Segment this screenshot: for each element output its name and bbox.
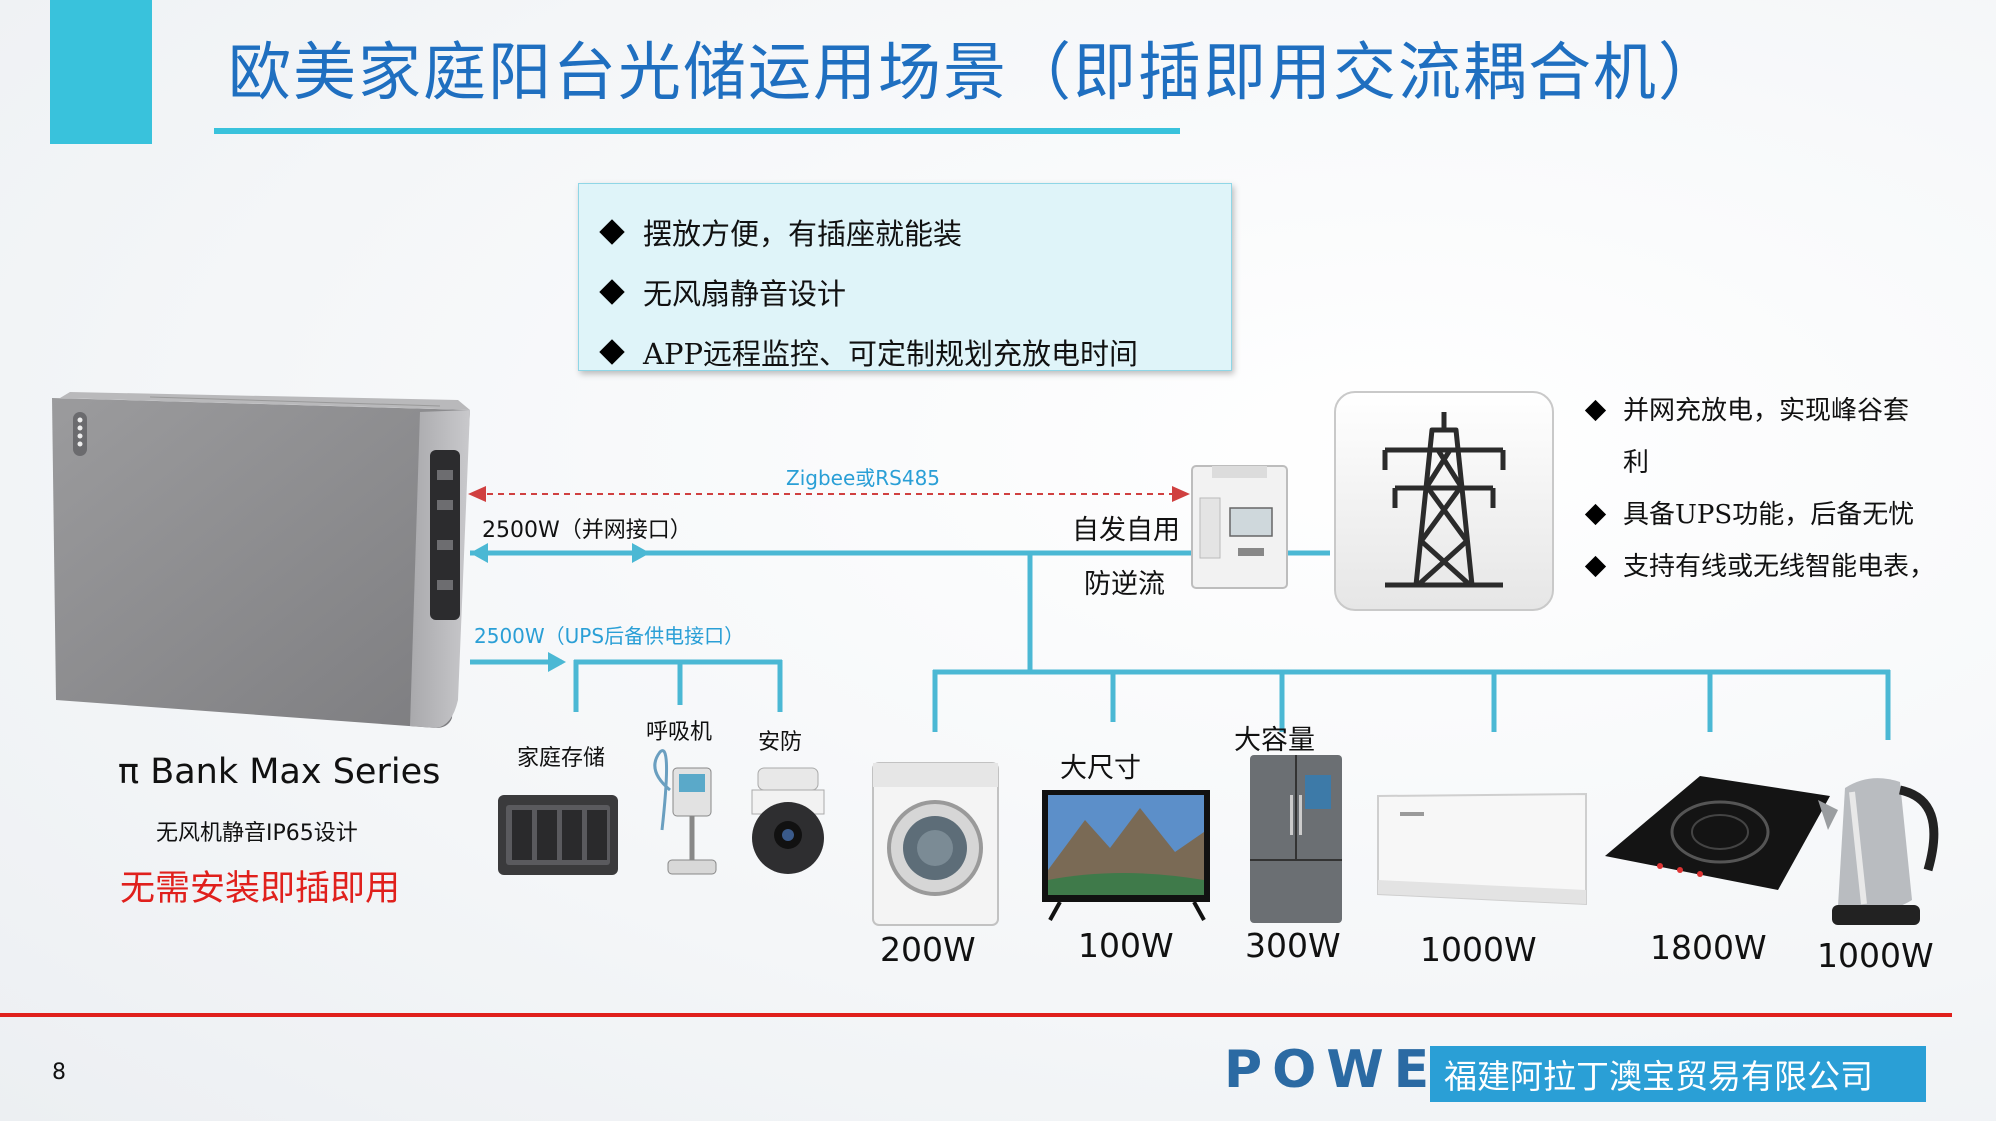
appliance-watt: 300W bbox=[1245, 926, 1341, 965]
electric-kettle-image bbox=[1818, 778, 1939, 925]
grid-port-label: 2500W（并网接口） bbox=[482, 518, 692, 543]
ups-port-label: 2500W（UPS后备供电接口） bbox=[474, 624, 745, 648]
feature-text: APP远程监控、可定制规划充放电时间 bbox=[643, 337, 1138, 371]
grid-features-list: 并网充放电，实现峰谷套 利 具备UPS功能，后备无忧 支持有线或无线智能电表， bbox=[1580, 385, 1990, 593]
product-slogan: 无需安装即插即用 bbox=[120, 869, 401, 909]
feature-item: 摆放方便，有插座就能装 bbox=[597, 202, 1231, 262]
grid-feature-item: 利 bbox=[1580, 437, 1990, 489]
appliance-watt: 200W bbox=[880, 930, 976, 969]
diamond-bullet-icon bbox=[1584, 399, 1607, 422]
feature-text: 无风扇静音设计 bbox=[643, 277, 847, 311]
backup-load-label: 呼吸机 bbox=[646, 720, 713, 745]
title-underline bbox=[214, 128, 1180, 134]
company-name-banner: 福建阿拉丁澳宝贸易有限公司 bbox=[1430, 1046, 1926, 1102]
washing-machine-image bbox=[872, 762, 999, 926]
footer-divider bbox=[0, 1013, 1952, 1017]
feature-item: APP远程监控、可定制规划充放电时间 bbox=[597, 322, 1231, 382]
grid-feature-item: 并网充放电，实现峰谷套 bbox=[1580, 385, 1990, 437]
meter-label-self-use: 自发自用 bbox=[1072, 515, 1180, 546]
appliance-watt: 1800W bbox=[1650, 928, 1767, 967]
appliance-watt: 1000W bbox=[1420, 930, 1537, 969]
comm-label: Zigbee或RS485 bbox=[786, 466, 941, 490]
grid-feature-text: 支持有线或无线智能电表， bbox=[1623, 552, 1936, 582]
backup-load-label: 家庭存储 bbox=[517, 746, 606, 771]
appliance-caption: 大尺寸 bbox=[1060, 753, 1141, 784]
backup-load-label: 安防 bbox=[758, 730, 803, 755]
diamond-bullet-icon bbox=[1584, 555, 1607, 578]
company-name: 福建阿拉丁澳宝贸易有限公司 bbox=[1444, 1057, 1873, 1096]
grid-feature-text: 并网充放电，实现峰谷套 bbox=[1623, 396, 1910, 426]
diamond-bullet-icon bbox=[1584, 503, 1607, 526]
feature-text: 摆放方便，有插座就能装 bbox=[643, 217, 963, 251]
page-number: 8 bbox=[52, 1060, 66, 1085]
refrigerator-image bbox=[1250, 755, 1342, 923]
grid-feature-item: 具备UPS功能，后备无忧 bbox=[1580, 489, 1990, 541]
appliance-watt: 1000W bbox=[1817, 936, 1934, 975]
ventilator-image bbox=[653, 749, 717, 875]
appliance-caption: 大容量 bbox=[1234, 725, 1315, 756]
grid-feature-item: 支持有线或无线智能电表， bbox=[1580, 541, 1990, 593]
feature-box: 摆放方便，有插座就能装 无风扇静音设计 APP远程监控、可定制规划充放电时间 bbox=[578, 183, 1232, 371]
title-accent-block bbox=[50, 0, 152, 144]
smart-meter-image bbox=[1191, 465, 1288, 589]
appliance-watt: 100W bbox=[1078, 926, 1174, 965]
television-image bbox=[1042, 790, 1210, 921]
air-conditioner-image bbox=[1377, 792, 1587, 906]
grid-feature-text: 利 bbox=[1623, 448, 1650, 478]
pi-bank-device-image bbox=[52, 392, 470, 728]
product-subtitle: 无风机静音IP65设计 bbox=[156, 821, 358, 846]
nas-storage-image bbox=[498, 795, 618, 875]
induction-cooker-image bbox=[1605, 776, 1830, 890]
page-title: 欧美家庭阳台光储运用场景（即插即用交流耦合机） bbox=[228, 36, 1723, 109]
grid-feature-text: 具备UPS功能，后备无忧 bbox=[1623, 500, 1915, 530]
feature-item: 无风扇静音设计 bbox=[597, 262, 1231, 322]
product-name: π Bank Max Series bbox=[118, 752, 441, 792]
security-camera-image bbox=[751, 767, 825, 874]
power-grid-image bbox=[1334, 391, 1554, 611]
meter-label-anti-backflow: 防逆流 bbox=[1084, 569, 1165, 600]
